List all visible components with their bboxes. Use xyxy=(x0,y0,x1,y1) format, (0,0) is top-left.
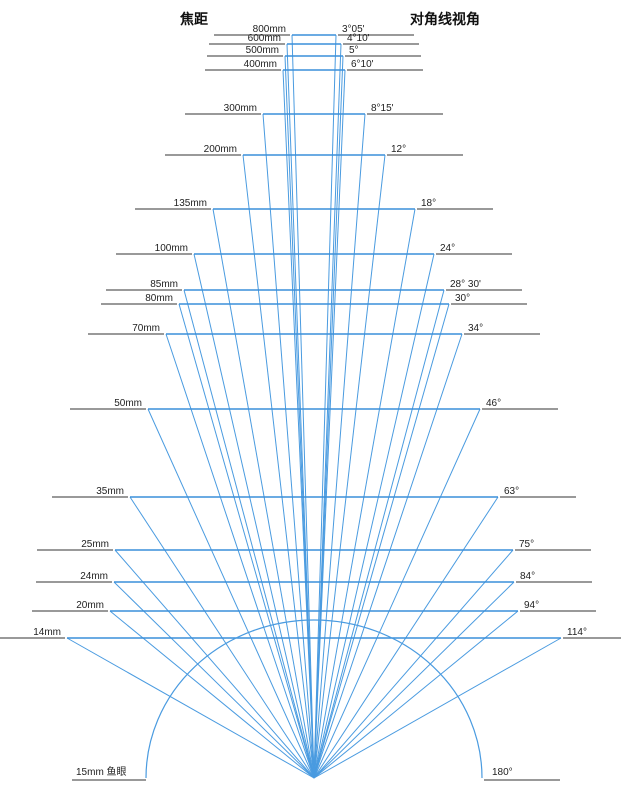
angle-label-12: 63° xyxy=(504,486,519,497)
ray-left-0 xyxy=(291,34,315,779)
focal-label-11: 50mm xyxy=(114,398,142,409)
focal-label-3: 400mm xyxy=(244,59,277,70)
angle-label-5: 12° xyxy=(391,144,406,155)
ray-right-4 xyxy=(313,113,366,779)
ray-left-3 xyxy=(282,69,315,779)
focal-label-7: 100mm xyxy=(155,243,188,254)
ray-left-16 xyxy=(66,637,315,779)
angle-label-10: 34° xyxy=(468,323,483,334)
ray-right-10 xyxy=(313,333,463,779)
ray-right-14 xyxy=(313,581,515,779)
angle-label-4: 8°15' xyxy=(371,103,394,114)
angle-label-2: 5° xyxy=(349,45,359,56)
angle-label-1: 4°10' xyxy=(347,33,370,44)
focal-label-12: 35mm xyxy=(96,486,124,497)
ray-left-11 xyxy=(147,408,315,779)
focal-label-16: 14mm xyxy=(33,627,61,638)
ray-left-5 xyxy=(242,154,315,779)
angle-label-0: 3°05' xyxy=(342,24,365,35)
angle-label-14: 84° xyxy=(520,571,535,582)
ray-left-7 xyxy=(193,253,315,779)
ray-left-4 xyxy=(262,113,315,779)
focal-label-15: 20mm xyxy=(76,600,104,611)
angle-label-11: 46° xyxy=(486,398,501,409)
ray-right-6 xyxy=(313,208,416,779)
ray-right-9 xyxy=(313,303,450,779)
angle-label-3: 6°10' xyxy=(351,59,374,70)
focal-label-5: 200mm xyxy=(204,144,237,155)
focal-label-14: 24mm xyxy=(80,571,108,582)
fisheye-angle-label: 180° xyxy=(492,767,513,778)
focal-label-4: 300mm xyxy=(224,103,257,114)
ray-left-15 xyxy=(109,610,315,779)
focal-label-6: 135mm xyxy=(174,198,207,209)
ray-right-16 xyxy=(313,637,562,779)
focal-label-9: 80mm xyxy=(145,293,173,304)
angle-label-15: 94° xyxy=(524,600,539,611)
focal-label-0: 800mm xyxy=(253,24,286,35)
angle-label-8: 28° 30' xyxy=(450,279,481,290)
focal-label-10: 70mm xyxy=(132,323,160,334)
bar-group xyxy=(67,34,561,639)
focal-label-1: 600mm xyxy=(248,33,281,44)
fisheye-focal-label: 15mm 鱼眼 xyxy=(76,765,127,778)
ray-left-13 xyxy=(114,549,315,779)
fisheye-arc xyxy=(145,619,483,779)
ray-right-0 xyxy=(313,34,337,779)
angle-label-9: 30° xyxy=(455,293,470,304)
ray-left-14 xyxy=(113,581,315,779)
ray-right-11 xyxy=(313,408,481,779)
ray-left-6 xyxy=(212,208,315,779)
focal-length-header: 焦距 xyxy=(179,11,208,28)
ray-left-10 xyxy=(165,333,315,779)
angle-label-16: 114° xyxy=(567,627,587,638)
diagonal-angle-header: 对角线视角 xyxy=(410,11,480,28)
ray-left-9 xyxy=(178,303,315,779)
ray-right-5 xyxy=(313,154,386,779)
ray-right-7 xyxy=(313,253,435,779)
tick-group xyxy=(0,34,621,639)
label-group: 800mm 3°05' 600mm 4°10' 500mm 5° 400mm 6°10' 300… xyxy=(33,24,587,638)
angle-label-7: 24° xyxy=(440,243,455,254)
ray-left-8 xyxy=(183,289,315,779)
focal-label-2: 500mm xyxy=(246,45,279,56)
focal-label-8: 85mm xyxy=(150,279,178,290)
ray-right-15 xyxy=(313,610,519,779)
focal-label-13: 25mm xyxy=(81,539,109,550)
ray-right-13 xyxy=(313,549,514,779)
angle-label-6: 18° xyxy=(421,198,436,209)
ray-right-3 xyxy=(313,69,346,779)
angle-label-13: 75° xyxy=(519,539,534,550)
ray-right-8 xyxy=(313,289,445,779)
